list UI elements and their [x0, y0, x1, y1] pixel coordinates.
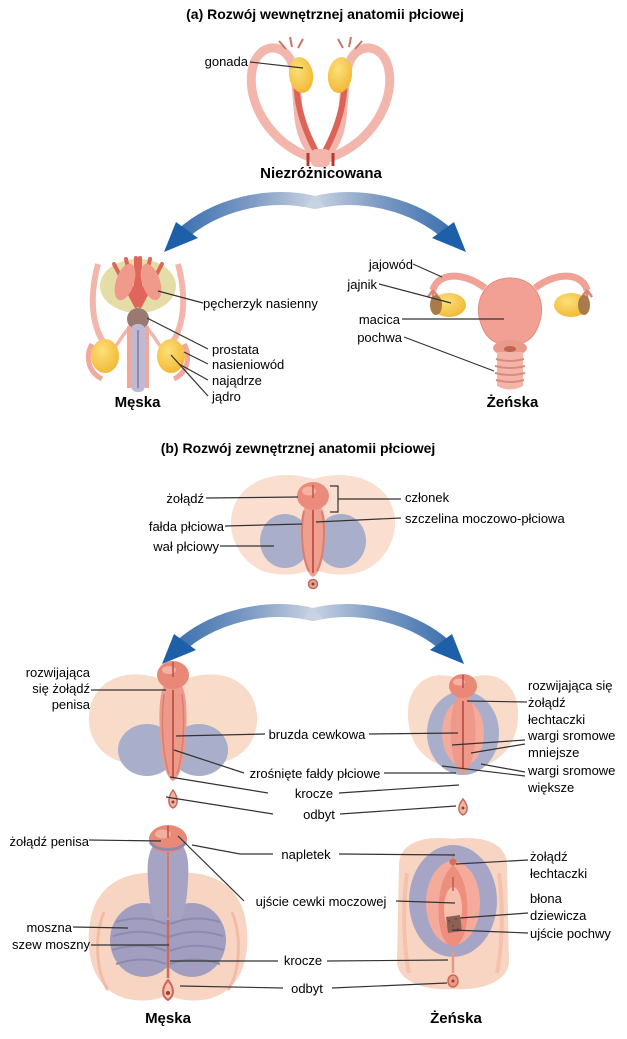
label-urogenital-slit: szczelina moczowo-płciowa [405, 511, 565, 526]
label-gonad: gonada [204, 54, 248, 69]
label-perineum-adult: krocze [283, 953, 323, 968]
female-internal-figure [426, 272, 594, 390]
anus-shape [458, 797, 468, 816]
label-anus-developing: odbyt [303, 807, 335, 822]
adult-male-external-figure [88, 825, 248, 1002]
label-scrotal-raphe: szew moszny [11, 937, 90, 952]
thigh-creases [96, 911, 240, 991]
male-internal-caption: Męska [114, 394, 161, 411]
label-genital-fold: fałda płciowa [148, 519, 224, 534]
label-seminal-vesicle: pęcherzyk nasienny [203, 296, 318, 311]
glans-foreskin [148, 825, 188, 853]
arrowhead-right [432, 222, 466, 252]
gonads [288, 57, 353, 93]
undifferentiated-external-figure [230, 474, 396, 590]
female-external-caption: Żeńska [430, 1010, 482, 1027]
label-glans-clitoris: żołądź łechtaczki [530, 849, 588, 881]
male-external-caption: Męska [145, 1010, 191, 1027]
penis-urethra [127, 324, 149, 392]
label-uterus: macica [358, 312, 400, 327]
male-internal-figure [85, 256, 191, 392]
label-urethral-opening: ujście cewki moczowej [255, 894, 387, 909]
arrowhead-right [430, 634, 464, 664]
genital-tubercle [297, 482, 329, 510]
genital-swellings [260, 514, 366, 568]
label-hymen: błona dziewicza [530, 891, 587, 923]
undifferentiated-caption: Niezróżnicowana [260, 165, 382, 182]
label-labia-majora: wargi sromowe większe [528, 763, 616, 795]
section-b-title: (b) Rozwój zewnętrznej anatomii płciowej [160, 440, 436, 456]
undifferentiated-internal-figure [246, 36, 395, 167]
label-foreskin: napletek [281, 847, 331, 862]
label-oviduct: jajowód [368, 257, 413, 272]
anus-shape [307, 578, 319, 590]
female-internal-caption: Żeńska [486, 394, 539, 411]
label-genital-swelling: wał płciowy [153, 539, 219, 554]
branching-arrow-bottom [162, 604, 464, 664]
label-scrotum: moszna [26, 920, 72, 935]
scrotum-shape [110, 903, 226, 977]
label-epididymis: najądrze [212, 373, 262, 388]
arrowhead-left [164, 222, 198, 252]
label-phallus: członek [405, 490, 450, 505]
label-glans: żołądź [166, 491, 204, 506]
developing-clitoral-glans [449, 674, 477, 698]
section-a-title: (a) Rozwój wewnętrznej anatomii płciowej [186, 6, 464, 22]
anus-shape [168, 788, 178, 809]
label-developing-glans-clitoris: rozwijająca się żołądź łechtaczki [528, 678, 613, 727]
label-prostate: prostata [212, 342, 259, 357]
label-anus-adult: odbyt [291, 981, 323, 996]
cervix-vagina [493, 340, 527, 390]
developing-glans [157, 661, 189, 689]
uterus-shape [477, 277, 543, 346]
label-glans-penis: żołądź penisa [9, 834, 90, 849]
seminal-vesicles [112, 256, 164, 308]
branching-arrow-top [164, 192, 466, 252]
duct-loops [246, 36, 395, 167]
label-testis: jądro [212, 389, 241, 404]
anus-shape [447, 974, 459, 988]
arrowhead-left [162, 634, 196, 664]
label-labia-minora: wargi sromowe mniejsze [528, 728, 616, 760]
label-perineum-developing: krocze [294, 786, 334, 801]
genital-folds [450, 691, 476, 774]
adult-female-external-figure [397, 838, 509, 990]
label-vas-deferens: nasieniowód [212, 357, 285, 372]
label-fused-genital-folds: zrośnięte fałdy płciowe [249, 766, 381, 781]
prostate-shape [127, 308, 149, 330]
thigh-creases [402, 872, 504, 974]
label-developing-glans-penis: rozwijająca się żołądź penisa [25, 665, 90, 712]
anus-shape [162, 978, 174, 1002]
label-vagina: pochwa [357, 330, 402, 345]
developing-male-external-figure [88, 661, 258, 809]
hymen-shape [446, 915, 462, 933]
developing-female-external-figure [407, 674, 519, 816]
label-ovary: jajnik [347, 277, 377, 292]
label-vaginal-opening: ujście pochwy [530, 926, 611, 941]
label-urethral-groove: bruzda cewkowa [268, 727, 366, 742]
